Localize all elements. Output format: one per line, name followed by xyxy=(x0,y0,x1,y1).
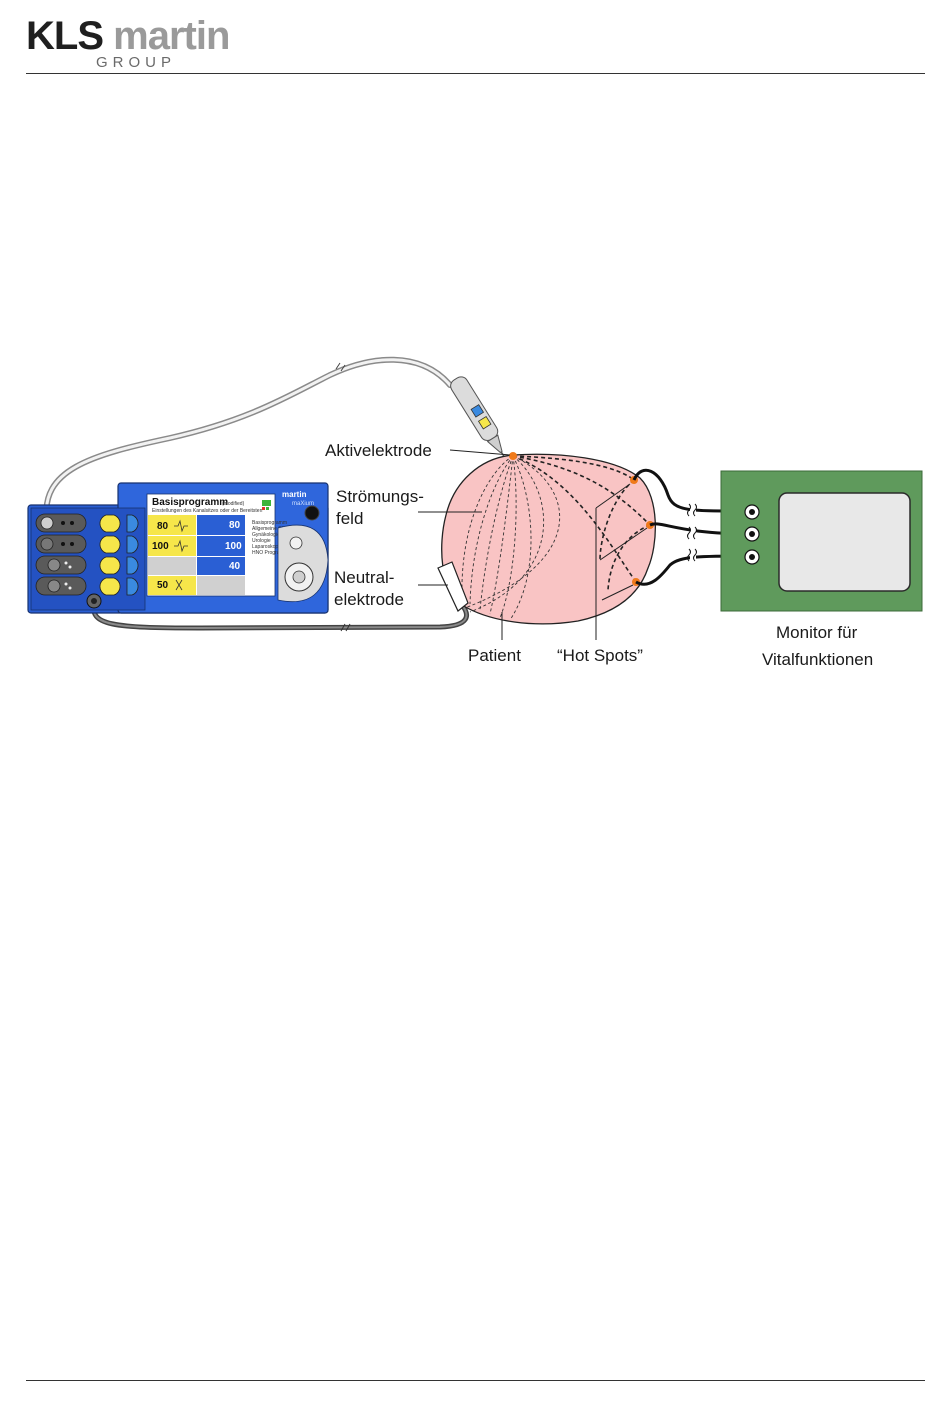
label-current-field-1: Strömungs- xyxy=(336,487,424,506)
label-active-electrode: Aktivelektrode xyxy=(325,441,432,460)
menu-item-4: Urologie xyxy=(252,538,271,544)
monitor-screen xyxy=(778,492,911,592)
menu-item-1: Basisprogramm xyxy=(252,520,287,526)
menu-item-3: Gynäkologie xyxy=(252,532,280,538)
logo-wordmark: KLS martin xyxy=(26,14,230,58)
label-leader-lines xyxy=(418,449,648,640)
footer-rule xyxy=(26,1380,925,1381)
patient-body xyxy=(437,453,657,625)
screen-menu: Basisprogramm Allgemeine Chirurgie Gynäk… xyxy=(252,520,299,556)
power-knob xyxy=(304,505,320,521)
label-hot-spots: “Hot Spots” xyxy=(557,646,643,665)
cable-break-mark xyxy=(335,362,346,372)
label-current-field-2: feld xyxy=(336,509,363,528)
screen-value-2: 100 xyxy=(152,541,169,552)
menu-item-2: Allgemeine Chirurgie xyxy=(252,526,299,532)
vital-signs-monitor xyxy=(720,470,923,612)
label-patient: Patient xyxy=(468,646,521,665)
company-logo: KLS martin GROUP xyxy=(26,14,266,74)
electrosurgical-generator: Basisprogramm (modified) Einstellungen d… xyxy=(27,482,329,614)
logo-kls: KLS xyxy=(26,14,104,58)
neutral-electrode-pad xyxy=(437,561,469,612)
screen-subtitle: Einstellungen des Kanalsitzes oder der B… xyxy=(152,508,263,514)
menu-item-5: Laparoskopie xyxy=(252,544,282,550)
label-monitor-1: Monitor für xyxy=(776,623,858,642)
generator-model: maXium xyxy=(292,501,314,507)
screen-value-3: 50 xyxy=(157,580,169,591)
screen-value-5: 100 xyxy=(225,541,242,552)
menu-item-6: HNO Programm xyxy=(252,550,288,556)
active-electrode-tip xyxy=(509,452,517,460)
handpiece xyxy=(450,376,508,461)
label-monitor-2: Vitalfunktionen xyxy=(762,650,873,669)
generator-screen: Basisprogramm (modified) Einstellungen d… xyxy=(146,493,299,597)
logo-group: GROUP xyxy=(96,54,177,71)
generator-ports xyxy=(35,513,139,609)
header-rule xyxy=(26,73,925,74)
screen-title: Basisprogramm xyxy=(152,497,228,508)
current-field-lines xyxy=(461,455,561,621)
screen-value-4: 80 xyxy=(229,520,241,531)
screen-value-6: 40 xyxy=(229,561,241,572)
screen-value-1: 80 xyxy=(157,521,169,532)
screen-mode: (modified) xyxy=(222,501,245,507)
menu-button xyxy=(289,536,303,550)
logo-martin: martin xyxy=(113,14,230,58)
label-neutral-electrode-1: Neutral- xyxy=(334,568,394,587)
label-neutral-electrode-2: elektrode xyxy=(334,590,404,609)
generator-brand: martin xyxy=(282,490,307,499)
